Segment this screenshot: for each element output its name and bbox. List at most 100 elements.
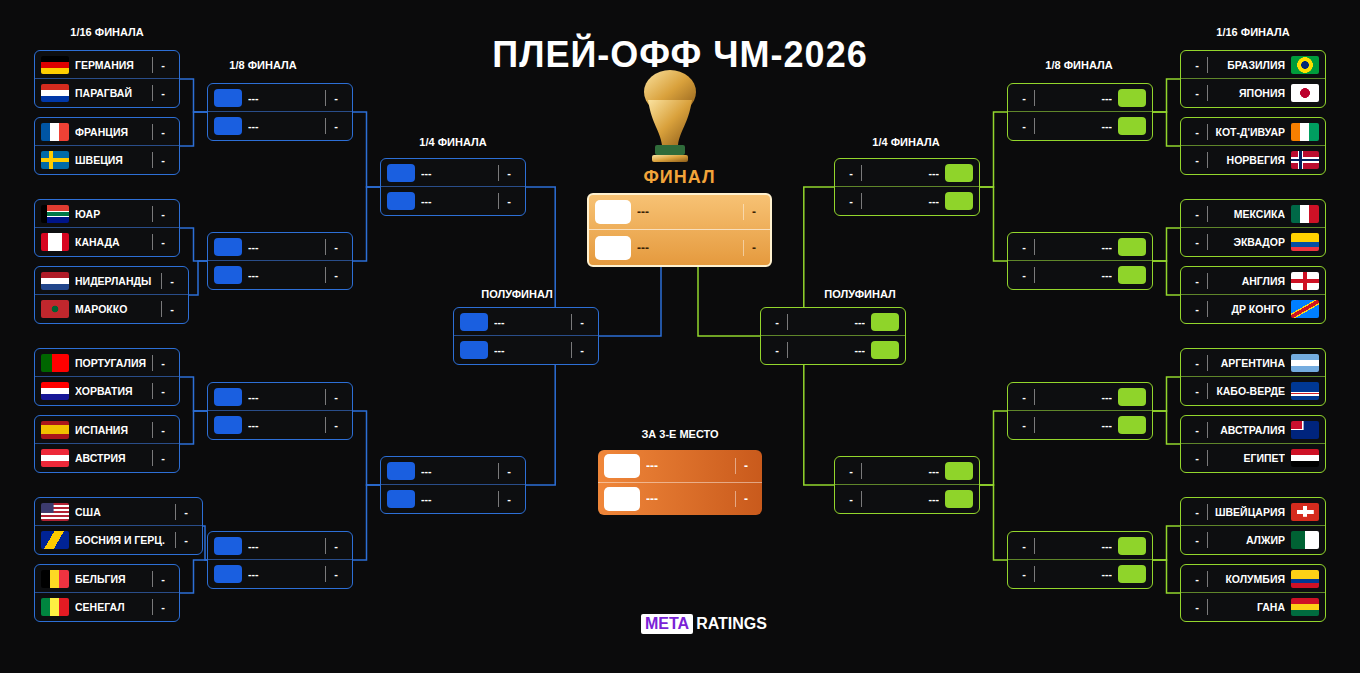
- score: -: [1014, 417, 1035, 433]
- team-name: МАРОККО: [75, 302, 155, 316]
- empty-slot: [214, 89, 242, 107]
- empty-slot: [214, 537, 242, 555]
- team-row: ----: [835, 159, 979, 187]
- team-flag: [1291, 84, 1319, 102]
- team-name: ХОРВАТИЯ: [75, 384, 146, 398]
- team-row: БЕЛЬГИЯ-: [35, 565, 179, 593]
- score: -: [325, 239, 346, 255]
- team-flag: [41, 272, 69, 290]
- score: -: [841, 193, 862, 209]
- empty-slot: [871, 313, 899, 331]
- team-name: АНГЛИЯ: [1214, 274, 1285, 288]
- score: -: [1014, 118, 1035, 134]
- team-flag: [41, 531, 69, 549]
- team-name: ШВЕЦИЯ: [75, 153, 146, 167]
- team-name: ---: [646, 492, 729, 506]
- match-box: ПОРТУГАЛИЯ-ХОРВАТИЯ-: [34, 348, 180, 406]
- match-box: --------: [834, 456, 980, 514]
- team-name: ---: [1041, 539, 1112, 553]
- score: -: [841, 165, 862, 181]
- team-row: ----: [208, 84, 352, 112]
- team-flag: [41, 300, 69, 318]
- score: -: [1014, 90, 1035, 106]
- team-name: ФРАНЦИЯ: [75, 125, 146, 139]
- team-flag: [1291, 503, 1319, 521]
- match-box: --------: [380, 158, 526, 216]
- team-row: ----: [1008, 383, 1152, 411]
- empty-slot: [1118, 238, 1146, 256]
- match-box: --------: [207, 382, 353, 440]
- bracket-connector: [1153, 112, 1180, 146]
- match-box: ИСПАНИЯ-АВСТРИЯ-: [34, 415, 180, 473]
- score: -: [767, 314, 788, 330]
- team-row: -НОРВЕГИЯ: [1181, 146, 1325, 174]
- empty-slot: [460, 313, 488, 331]
- score: -: [735, 458, 756, 474]
- team-flag: [41, 151, 69, 169]
- team-name: ---: [794, 315, 865, 329]
- team-name: ---: [637, 205, 737, 219]
- team-flag: [1291, 123, 1319, 141]
- team-row: ----: [598, 483, 762, 516]
- bracket-connector: [189, 261, 207, 295]
- round-label: 1/8 ФИНАЛА: [1045, 59, 1112, 71]
- round-label: ПОЛУФИНАЛ: [481, 288, 552, 300]
- team-name: ---: [868, 166, 939, 180]
- team-row: ПОРТУГАЛИЯ-: [35, 349, 179, 377]
- score: -: [841, 491, 862, 507]
- team-name: НОРВЕГИЯ: [1214, 153, 1285, 167]
- bracket-connector: [804, 365, 834, 485]
- round-label: 1/16 ФИНАЛА: [70, 26, 143, 38]
- round-label: 1/4 ФИНАЛА: [419, 136, 486, 148]
- team-name: ---: [1041, 418, 1112, 432]
- match-box: --------: [207, 83, 353, 141]
- round-label: 1/8 ФИНАЛА: [229, 59, 296, 71]
- team-flag: [1291, 421, 1319, 439]
- empty-slot: [1118, 266, 1146, 284]
- score: -: [1187, 273, 1208, 289]
- team-name: ---: [421, 464, 492, 478]
- score: -: [175, 532, 196, 548]
- score: -: [161, 301, 182, 317]
- empty-slot: [214, 266, 242, 284]
- match-box: --------: [1007, 531, 1153, 589]
- score: -: [498, 193, 519, 209]
- score: -: [1014, 267, 1035, 283]
- match-box: ФРАНЦИЯ-ШВЕЦИЯ-: [34, 117, 180, 175]
- match-box: ГЕРМАНИЯ-ПАРАГВАЙ-: [34, 50, 180, 108]
- match-box: --------: [1007, 382, 1153, 440]
- empty-slot: [1118, 416, 1146, 434]
- team-row: ФРАНЦИЯ-: [35, 118, 179, 146]
- round-heading: ФИНАЛ: [569, 167, 790, 188]
- team-row: ГЕРМАНИЯ-: [35, 51, 179, 79]
- team-name: ПОРТУГАЛИЯ: [75, 356, 146, 370]
- score: -: [498, 491, 519, 507]
- match-box: --------: [834, 158, 980, 216]
- empty-slot: [604, 454, 640, 478]
- team-name: ЭКВАДОР: [1214, 235, 1285, 249]
- team-name: ---: [868, 464, 939, 478]
- score: -: [1187, 599, 1208, 615]
- team-row: ----: [208, 383, 352, 411]
- team-row: ----: [589, 230, 770, 265]
- team-name: ---: [494, 315, 565, 329]
- team-flag: [1291, 449, 1319, 467]
- score: -: [743, 240, 764, 256]
- team-name: ЕГИПЕТ: [1214, 451, 1285, 465]
- team-flag: [1291, 598, 1319, 616]
- match-box: -КОЛУМБИЯ-ГАНА: [1180, 564, 1326, 622]
- score: -: [161, 273, 182, 289]
- empty-slot: [214, 416, 242, 434]
- bracket-connector: [1153, 228, 1180, 261]
- team-row: ЮАР-: [35, 200, 179, 228]
- score: -: [1187, 571, 1208, 587]
- empty-slot: [214, 117, 242, 135]
- team-name: ДР КОНГО: [1214, 302, 1285, 316]
- team-flag: [1291, 570, 1319, 588]
- team-row: ----: [381, 485, 525, 513]
- team-row: ШВЕЦИЯ-: [35, 146, 179, 174]
- team-name: ---: [794, 343, 865, 357]
- team-flag: [41, 570, 69, 588]
- team-name: НИДЕРЛАНДЫ: [75, 274, 155, 288]
- team-row: ----: [208, 411, 352, 439]
